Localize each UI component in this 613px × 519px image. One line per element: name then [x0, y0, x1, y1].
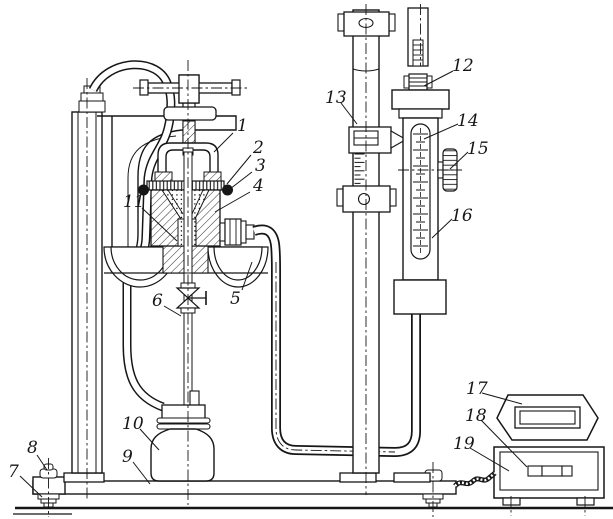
press-screw — [133, 74, 247, 148]
leader-3 — [229, 171, 253, 190]
device-foot-left — [502, 497, 521, 506]
device-buttons[interactable] — [527, 465, 573, 477]
leader-19 — [469, 447, 510, 472]
leader-12 — [423, 70, 454, 87]
base-plate — [13, 476, 613, 515]
left-stand-cylinder — [63, 78, 106, 500]
callout-2: 2 — [252, 138, 264, 158]
cell-nozzle — [219, 218, 255, 246]
leader-9 — [132, 461, 151, 485]
clamp-screw-hole — [357, 192, 371, 206]
callout-12: 12 — [452, 56, 474, 76]
leader-13 — [340, 102, 358, 125]
callout-14: 14 — [457, 111, 479, 131]
index-pointer — [390, 130, 408, 149]
manometer-base-block — [393, 279, 447, 315]
callout-11: 11 — [123, 192, 145, 212]
device-foot-right — [576, 497, 595, 506]
left-stand-foot-pad — [63, 472, 105, 483]
leader-7 — [19, 475, 43, 498]
hose-cell-to-manometer — [252, 224, 421, 458]
cylinder-cap — [78, 100, 106, 113]
glass-tube — [410, 123, 431, 260]
callout-17: 17 — [466, 379, 488, 399]
valve-body — [175, 287, 201, 299]
column-top-clamp — [337, 11, 396, 37]
stand-foot-pad-right — [393, 472, 431, 483]
callout-1: 1 — [237, 116, 248, 136]
callout-7: 7 — [8, 462, 19, 482]
callout-6: 6 — [152, 291, 163, 311]
leader-11 — [141, 207, 178, 242]
collecting-dish — [103, 245, 269, 288]
callout-18: 18 — [465, 406, 487, 426]
leader-4 — [214, 191, 251, 213]
stand-column — [336, 4, 431, 495]
jar-cap-stub — [189, 390, 200, 407]
callout-10: 10 — [122, 414, 144, 434]
leader-5 — [241, 261, 253, 291]
callout-4: 4 — [252, 176, 264, 196]
drain-valve — [175, 272, 207, 412]
manometer-assembly — [391, 7, 462, 315]
base-plate-left-boss — [32, 476, 66, 495]
callout-15: 15 — [467, 139, 489, 159]
glass-tube-graduations — [413, 133, 428, 247]
manometer-top-rod — [407, 7, 429, 67]
callout-16: 16 — [451, 206, 473, 226]
leader-18 — [480, 419, 528, 468]
screw-collar — [163, 106, 217, 121]
leader-1 — [213, 132, 234, 153]
callout-9: 9 — [122, 447, 133, 467]
leveling-foot-left — [37, 458, 60, 517]
manometer-head — [391, 89, 450, 110]
scale-slider — [348, 126, 421, 154]
hose-cylinder-to-jar — [88, 60, 176, 412]
callout-19: 19 — [453, 434, 475, 454]
button-3[interactable] — [561, 465, 573, 477]
adjust-knob — [398, 148, 462, 192]
callout-8: 8 — [27, 438, 38, 458]
balance-device — [453, 394, 605, 516]
leader-2 — [226, 154, 252, 185]
callout-5: 5 — [230, 289, 241, 309]
collection-jar — [150, 390, 215, 482]
button-2[interactable] — [541, 465, 563, 477]
leader-14 — [423, 123, 459, 140]
adjusting-nut — [403, 73, 433, 91]
callout-labels: 1 2 3 4 5 6 7 8 9 10 11 12 13 14 15 16 1… — [8, 56, 489, 482]
callout-3: 3 — [255, 156, 266, 176]
leader-10 — [139, 428, 160, 451]
stand-foot-pad-left — [339, 472, 377, 483]
button-1[interactable] — [527, 465, 543, 477]
leader-17 — [481, 392, 523, 405]
leader-6 — [163, 305, 182, 317]
leader-8 — [36, 454, 48, 471]
callout-leaders — [19, 70, 528, 498]
column-lower-clamp — [336, 185, 397, 213]
callout-13: 13 — [325, 88, 347, 108]
centerlines — [187, 4, 421, 505]
jar-body — [150, 428, 215, 482]
leader-15 — [449, 151, 469, 170]
vertical-scale-ticks — [354, 153, 365, 184]
leader-16 — [431, 218, 453, 239]
screw-thread — [182, 120, 196, 146]
device-cable — [453, 471, 497, 488]
